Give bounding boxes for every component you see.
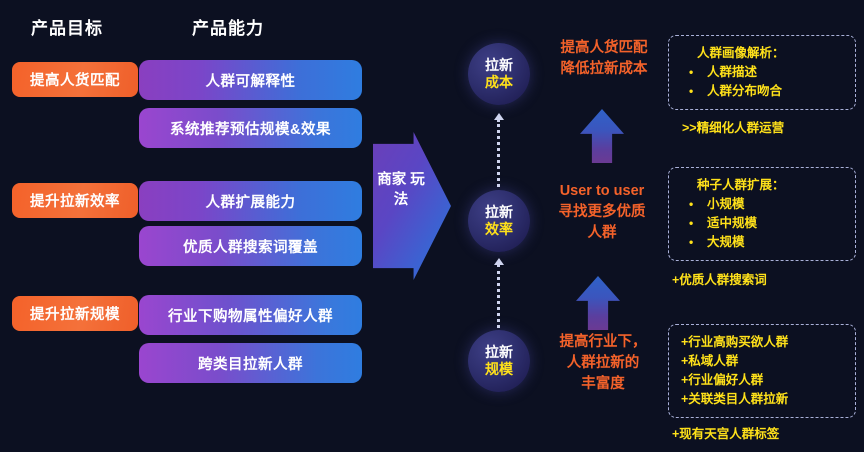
detail-bullet: 人群描述 [681,63,845,82]
detail-box: +行业高购买欲人群 +私域人群 +行业偏好人群 +关联类目人群拉新 [668,324,856,418]
stage-circle-line1: 拉新 [485,57,513,73]
merchant-play-label: 商家 玩法 [377,172,425,208]
capability-pill[interactable]: 优质人群搜索词覆盖 [139,226,362,266]
goal-pill[interactable]: 提升拉新规模 [12,296,138,331]
detail-box: 人群画像解析： 人群描述 人群分布吻合 [668,35,856,110]
capability-pill[interactable]: 人群扩展能力 [139,181,362,221]
merchant-play-arrow: 商家 玩法 [373,132,451,280]
detail-line: +关联类目人群拉新 [681,392,789,406]
stage-circle-line1: 拉新 [485,204,513,220]
stage-circle-line2: 效率 [485,221,513,237]
footnote-text: >>精细化人群运营 [682,121,785,135]
capability-pill[interactable]: 行业下购物属性偏好人群 [139,295,362,335]
capability-pill[interactable]: 人群可解释性 [139,60,362,100]
callout-text: 提高人货匹配 降低拉新成本 [560,40,648,77]
detail-line: +私域人群 [681,354,739,368]
footnote-text: +现有天宫人群标签 [672,427,780,441]
callout-text: User to user 寻找更多优质 人群 [558,183,646,241]
capability-pill[interactable]: 跨类目拉新人群 [139,343,362,383]
dotted-line [497,119,500,187]
capability-pill[interactable]: 系统推荐预估规模&效果 [139,108,362,148]
stage-circle-line1: 拉新 [485,344,513,360]
stage-circle-line2: 成本 [485,74,513,90]
up-arrow-icon [580,109,624,163]
dotted-up-arrow-connector [494,258,504,328]
detail-bullet: 人群分布吻合 [681,82,845,101]
goal-pill[interactable]: 提高人货匹配 [12,62,138,97]
detail-title: 人群画像解析： [697,46,785,60]
stage-circle-efficiency[interactable]: 拉新 效率 [468,190,530,252]
up-arrow-icon [576,276,620,330]
detail-line: +行业偏好人群 [681,373,764,387]
footnote-text: +优质人群搜索词 [672,273,767,287]
dotted-up-arrow-connector [494,113,504,187]
detail-bullet: 小规模 [681,195,845,214]
up-arrow-shape [576,276,620,330]
stage-circle-scale[interactable]: 拉新 规模 [468,330,530,392]
dotted-line [497,264,500,328]
stage-circle-cost[interactable]: 拉新 成本 [468,43,530,105]
detail-bullet-list: 人群描述 人群分布吻合 [681,63,845,101]
detail-bullet: 适中规模 [681,214,845,233]
detail-box: 种子人群扩展： 小规模 适中规模 大规模 [668,167,856,261]
stage-circle-line2: 规模 [485,361,513,377]
column-heading-product-goal: 产品目标 [31,19,103,38]
column-heading-product-capability: 产品能力 [192,19,264,38]
detail-title: 种子人群扩展： [697,178,785,192]
arrow-up-icon [494,113,504,120]
goal-pill[interactable]: 提升拉新效率 [12,183,138,218]
detail-bullet-list: 小规模 适中规模 大规模 [681,195,845,252]
detail-bullet: 大规模 [681,233,845,252]
detail-line: +行业高购买欲人群 [681,335,789,349]
arrow-up-icon [494,258,504,265]
up-arrow-shape [580,109,624,163]
callout-text: 提高行业下， 人群拉新的 丰富度 [559,334,647,392]
